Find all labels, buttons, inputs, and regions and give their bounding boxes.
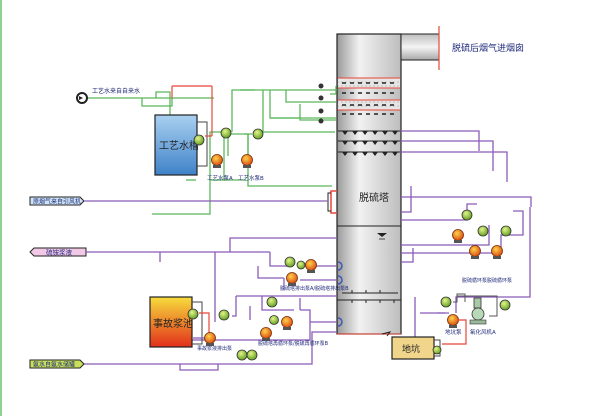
level-gauge[interactable] — [193, 134, 205, 146]
pressure-gauge[interactable] — [220, 127, 232, 139]
process-water-tank-label: 工艺水槽 — [159, 139, 199, 152]
process-water-source-inlet[interactable] — [76, 92, 88, 104]
circulation-pump-a[interactable] — [305, 259, 317, 274]
pressure-gauge[interactable] — [236, 349, 248, 361]
ammonium-sulfate-slurry-tag[interactable] — [29, 247, 87, 257]
spray-pump-label-2: 脱硫循环泵 — [487, 277, 512, 284]
desulfurization-tower[interactable] — [327, 26, 440, 335]
pressure-gauge[interactable] — [266, 296, 278, 308]
accident-tank-label: 事故浆池 — [153, 317, 193, 330]
pressure-gauge[interactable] — [218, 309, 230, 321]
ammonia-supply-tag[interactable] — [29, 359, 85, 369]
accident-slurry-tank[interactable] — [149, 296, 203, 348]
pressure-gauge[interactable] — [477, 225, 489, 237]
sump-pit-label: 地坑 — [402, 343, 420, 355]
oxidation-fan-label: 氧化风机A — [470, 328, 496, 336]
pressure-gauge[interactable] — [500, 225, 512, 237]
recirculation-pump-a[interactable] — [281, 316, 293, 331]
liquid-level-icon — [377, 233, 387, 237]
level-gauge[interactable] — [432, 345, 442, 355]
ammonia-supply-label: 氨水自氨水储罐 — [33, 361, 75, 369]
spray-pump-2[interactable] — [469, 245, 481, 260]
clean-flue-gas-outlet-label: 脱硫后烟气进烟囱 — [452, 42, 524, 54]
pressure-gauge[interactable] — [461, 209, 473, 221]
pressure-gauge[interactable] — [499, 299, 511, 311]
process-water-pump-b[interactable] — [241, 154, 253, 169]
process-water-source-label: 工艺水来自自来水 — [92, 87, 140, 95]
recirculation-pump-label: 脱硫塔再循环泵/脱硫再循环泵B — [258, 340, 329, 347]
circulation-pump-label: 脱硫塔排出泵A/脱硫塔排出泵B — [280, 285, 349, 292]
process-water-pump-b-label: 工艺水泵B — [238, 174, 264, 182]
ammonium-sulfate-slurry-label: 硫铵浆液 — [46, 248, 73, 257]
oxidation-fan[interactable] — [469, 297, 487, 325]
spray-pump-1[interactable] — [452, 229, 464, 244]
recirculation-pump-b[interactable] — [260, 327, 272, 342]
circulation-pump-b[interactable] — [286, 272, 298, 287]
pressure-gauge[interactable] — [246, 349, 258, 361]
flue-gas-inlet-label: 原烟气来自引风机 — [33, 198, 81, 206]
level-gauge[interactable] — [187, 308, 199, 320]
left-edge-border — [0, 0, 2, 416]
spray-pump-label: 脱硫循环泵 — [462, 277, 487, 284]
accident-pump-label: 事故浆液排出泵 — [197, 345, 232, 352]
tower-label: 脱硫塔 — [359, 191, 389, 204]
pressure-gauge[interactable] — [284, 256, 296, 268]
pressure-gauge[interactable] — [296, 260, 306, 270]
process-water-pump-a-label: 工艺水泵A — [207, 174, 233, 182]
flue-gas-inlet-tag[interactable] — [29, 196, 85, 206]
pressure-gauge[interactable] — [440, 296, 452, 308]
process-water-tank[interactable] — [154, 114, 208, 176]
header-valves[interactable] — [318, 83, 324, 124]
process-water-pump-a[interactable] — [211, 154, 223, 169]
pressure-gauge[interactable] — [269, 315, 279, 325]
pressure-gauge[interactable] — [252, 128, 264, 140]
accident-pump[interactable] — [204, 332, 216, 347]
sump-pump-label: 地坑泵 — [445, 328, 462, 336]
sump-pump[interactable] — [447, 314, 459, 329]
process-water-piping — [86, 86, 337, 215]
spray-pump-3[interactable] — [491, 245, 503, 260]
